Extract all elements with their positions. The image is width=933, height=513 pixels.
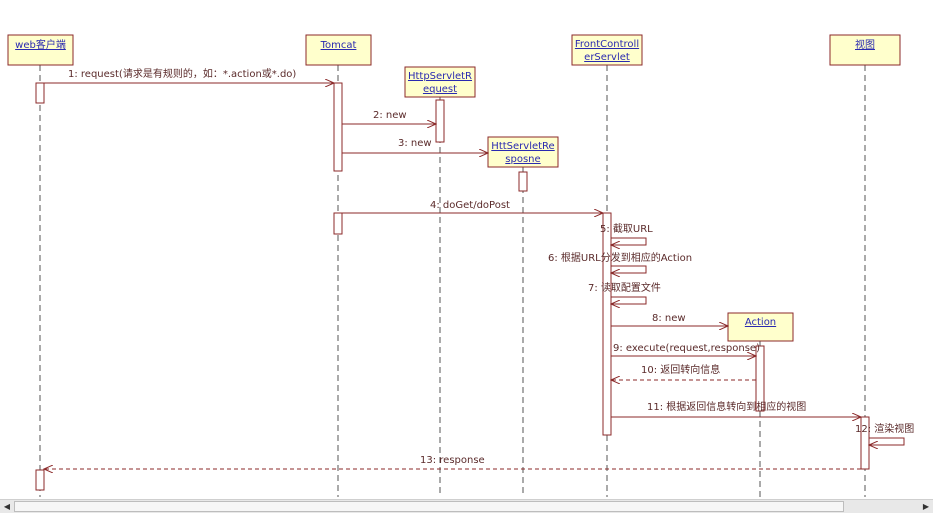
message-8-label: 8: new xyxy=(652,313,686,324)
object-tomcat[interactable]: Tomcat xyxy=(305,34,372,66)
object-web[interactable]: web客户端 xyxy=(7,34,74,66)
activation-tomcat-2 xyxy=(333,212,343,235)
activation-web-2 xyxy=(35,469,45,491)
activation-request xyxy=(435,99,445,143)
activation-tomcat-1 xyxy=(333,82,343,172)
message-12[interactable]: 12: 渲染视图 xyxy=(855,422,914,445)
activation-bars xyxy=(35,82,870,491)
object-http-servlet-response[interactable]: HttServletRe sposne xyxy=(487,136,559,168)
activation-web-1 xyxy=(35,82,45,104)
message-4[interactable]: 4: doGet/doPost xyxy=(342,200,603,213)
message-3[interactable]: 3: new xyxy=(342,138,488,153)
horizontal-scrollbar[interactable]: ◀ ▶ xyxy=(0,499,933,513)
message-6-label: 6: 根据URL分发到相应的Action xyxy=(548,251,692,264)
object-action-label: Action xyxy=(745,317,776,328)
message-3-label: 3: new xyxy=(398,138,432,149)
activation-front xyxy=(602,212,612,436)
message-1-label: 1: request(请求是有规则的，如：*.action或*.do) xyxy=(68,67,296,80)
message-12-label: 12: 渲染视图 xyxy=(855,422,914,435)
object-view[interactable]: 视图 xyxy=(829,34,901,66)
message-9-label: 9: execute(request,response) xyxy=(613,343,760,354)
message-2-label: 2: new xyxy=(373,110,407,121)
message-11[interactable]: 11: 根据返回信息转向到相应的视图 xyxy=(611,400,861,417)
message-10[interactable]: 10: 返回转向信息 xyxy=(611,363,756,380)
object-response-label-1: HttServletRe xyxy=(491,141,554,152)
object-request-label-1: HttpServletR xyxy=(408,71,472,82)
activation-action xyxy=(755,345,765,412)
scrollbar-thumb[interactable] xyxy=(14,501,844,512)
message-1[interactable]: 1: request(请求是有规则的，如：*.action或*.do) xyxy=(44,67,334,83)
message-13[interactable]: 13: response xyxy=(44,455,861,469)
object-response-label-2: sposne xyxy=(505,154,540,165)
activation-response xyxy=(518,171,528,192)
message-2[interactable]: 2: new xyxy=(342,110,436,124)
sequence-diagram: web客户端 Tomcat HttpServletR equest HttSer… xyxy=(7,34,914,497)
scroll-right-icon[interactable]: ▶ xyxy=(922,502,930,511)
message-7[interactable]: 7: 读取配置文件 xyxy=(588,281,661,304)
object-view-label: 视图 xyxy=(855,38,875,51)
message-5-label: 5: 截取URL xyxy=(600,222,653,235)
message-10-label: 10: 返回转向信息 xyxy=(641,363,720,376)
object-action[interactable]: Action xyxy=(727,312,794,342)
scroll-left-icon[interactable]: ◀ xyxy=(3,502,11,511)
message-8[interactable]: 8: new xyxy=(611,313,728,326)
message-13-label: 13: response xyxy=(420,455,485,466)
object-front-controller-servlet[interactable]: FrontControll erServlet xyxy=(571,34,643,66)
object-request-label-2: equest xyxy=(423,84,457,95)
object-web-label: web客户端 xyxy=(15,38,66,51)
object-front-label-1: FrontControll xyxy=(575,39,639,50)
message-6[interactable]: 6: 根据URL分发到相应的Action xyxy=(548,251,692,273)
message-4-label: 4: doGet/doPost xyxy=(430,200,510,211)
object-tomcat-label: Tomcat xyxy=(320,40,357,51)
message-7-label: 7: 读取配置文件 xyxy=(588,281,661,294)
message-9[interactable]: 9: execute(request,response) xyxy=(611,343,760,356)
object-http-servlet-request[interactable]: HttpServletR equest xyxy=(404,66,476,98)
message-11-label: 11: 根据返回信息转向到相应的视图 xyxy=(647,400,806,413)
message-5[interactable]: 5: 截取URL xyxy=(600,222,653,245)
lifelines xyxy=(39,65,866,497)
object-front-label-2: erServlet xyxy=(584,52,630,63)
